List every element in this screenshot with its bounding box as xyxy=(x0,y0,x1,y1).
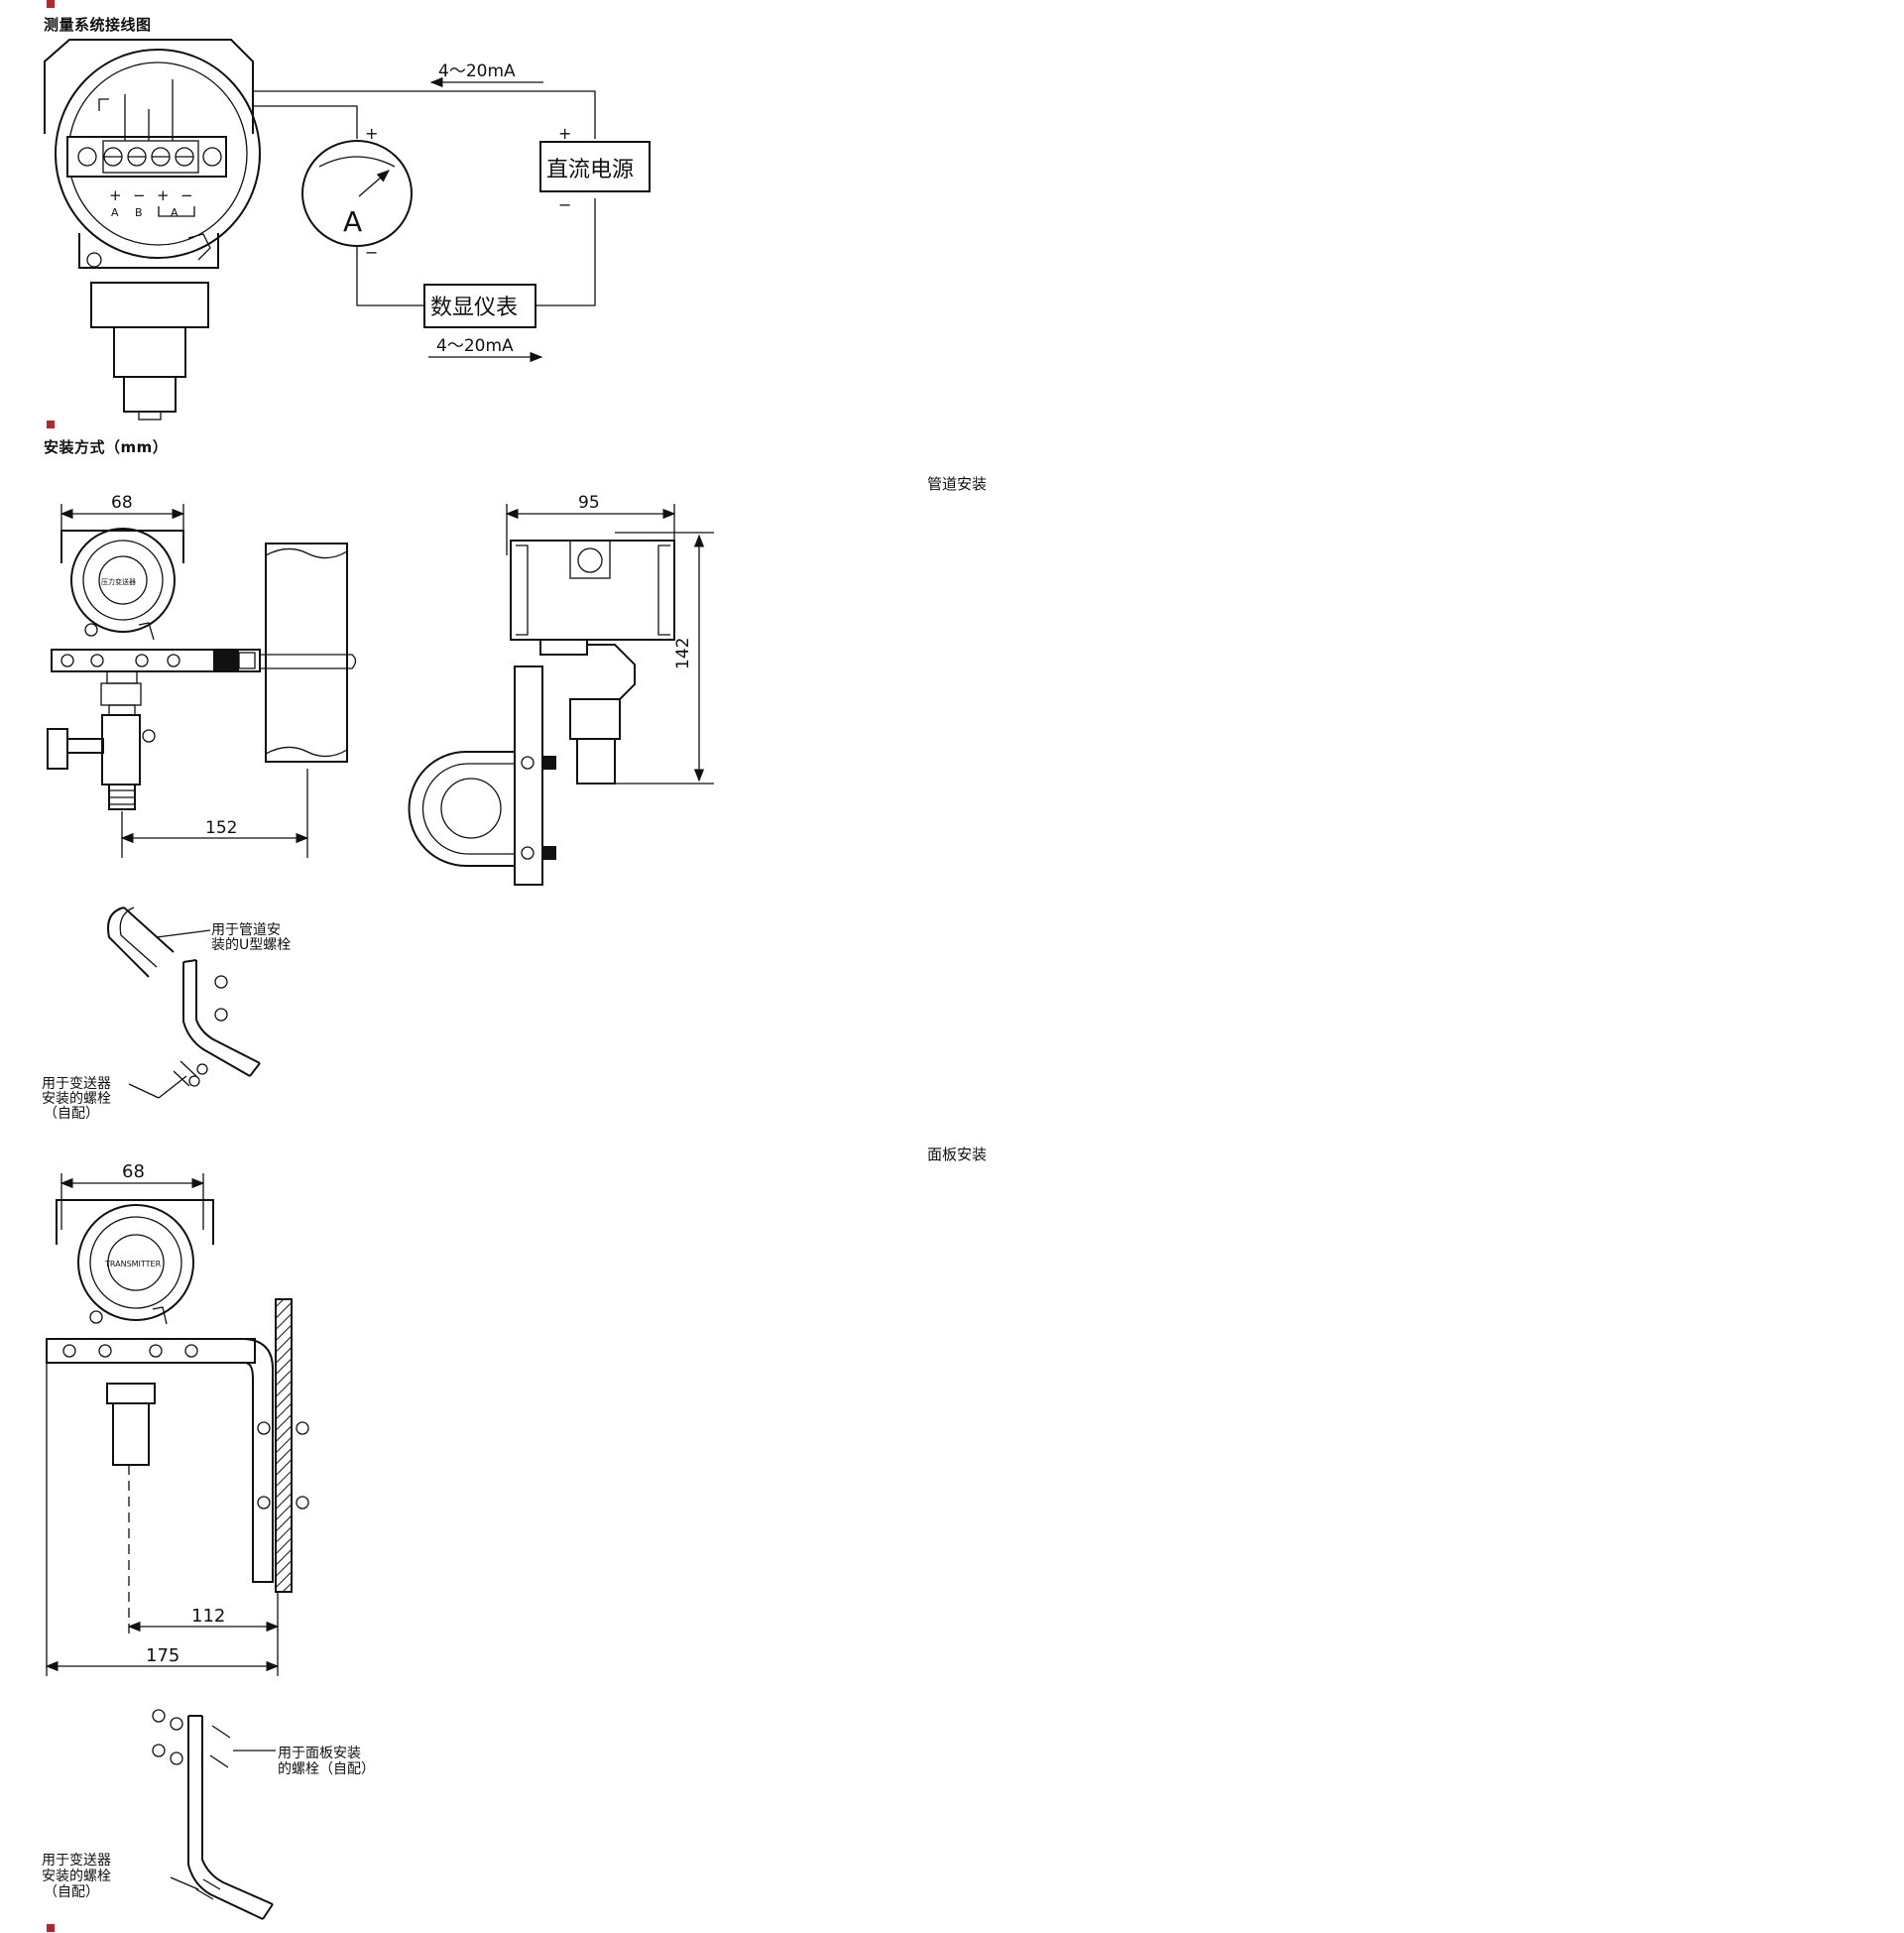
display-meter-label: 数显仪表 xyxy=(430,296,518,320)
note-ubolt-line1: 用于管道安 xyxy=(211,922,281,938)
note-bolt-pipe-line1: 用于变送器 xyxy=(42,1076,111,1092)
terminal-minus-1: − xyxy=(133,186,146,204)
panel-install-label: 面板安装 xyxy=(927,1146,988,1163)
terminal-plus-2: + xyxy=(157,186,170,204)
ammeter-symbol xyxy=(301,140,413,247)
note-panel-bolt-line2: 的螺栓（自配） xyxy=(278,1761,375,1777)
note-bolt-panel-line1: 用于变送器 xyxy=(42,1853,111,1869)
wiring-section-title: 测量系统接线图 xyxy=(44,16,152,34)
section-marker xyxy=(47,1924,55,1932)
dim-142: 142 xyxy=(673,638,693,669)
dim-68-pipe: 68 xyxy=(111,493,133,513)
pipe-mount-front-view: 68 压力变送器 152 xyxy=(47,493,357,858)
panel-mount-view: 68 TRANSMITTER 112 175 xyxy=(45,1161,309,1676)
note-bolt-panel-line3: （自配） xyxy=(44,1884,99,1900)
dim-175: 175 xyxy=(146,1645,179,1666)
power-supply-label: 直流电源 xyxy=(546,158,634,182)
note-ubolt-line2: 装的U型螺栓 xyxy=(211,937,291,953)
terminal-label-b: B xyxy=(135,206,143,219)
dim-95: 95 xyxy=(578,493,600,513)
terminal-label-a2: A xyxy=(171,206,178,219)
display-meter-box xyxy=(423,284,536,328)
wiring-diagram: + − + − A B A 4～20mA 4～20mA A + − 直流电源 +… xyxy=(44,39,651,421)
dim-112: 112 xyxy=(191,1606,225,1627)
dim-68-panel: 68 xyxy=(122,1161,145,1182)
dim-152: 152 xyxy=(205,818,237,838)
pipe-mount-side-view: 95 142 xyxy=(408,493,714,886)
note-bolt-pipe-line2: 安装的螺栓 xyxy=(42,1091,111,1107)
transmitter-housing xyxy=(44,39,261,421)
current-label-bottom: 4～20mA xyxy=(436,336,514,356)
terminal-label-a: A xyxy=(111,206,119,219)
note-panel-bolt-line1: 用于面板安装 xyxy=(278,1746,361,1761)
panel-bracket-detail xyxy=(152,1709,276,1920)
pipe-install-label: 管道安装 xyxy=(927,475,988,493)
nameplate-pipe: 压力变送器 xyxy=(101,577,136,586)
power-plus: + xyxy=(558,124,571,143)
terminal-plus-1: + xyxy=(109,186,122,204)
ammeter-minus: − xyxy=(365,243,378,262)
current-label-top: 4～20mA xyxy=(438,61,516,81)
nameplate-panel: TRANSMITTER xyxy=(104,1260,162,1269)
pipe-bracket-detail xyxy=(107,906,261,1099)
section-marker xyxy=(47,421,55,428)
note-bolt-pipe-line3: （自配） xyxy=(44,1106,99,1122)
power-minus: − xyxy=(558,195,571,214)
ammeter-letter: A xyxy=(343,205,362,238)
power-supply-box xyxy=(539,141,651,192)
terminal-minus-2: − xyxy=(180,186,193,204)
note-bolt-panel-line2: 安装的螺栓 xyxy=(42,1869,111,1884)
install-section-title: 安装方式（mm） xyxy=(44,438,169,456)
ammeter-plus: + xyxy=(365,124,378,143)
section-marker xyxy=(47,0,55,8)
